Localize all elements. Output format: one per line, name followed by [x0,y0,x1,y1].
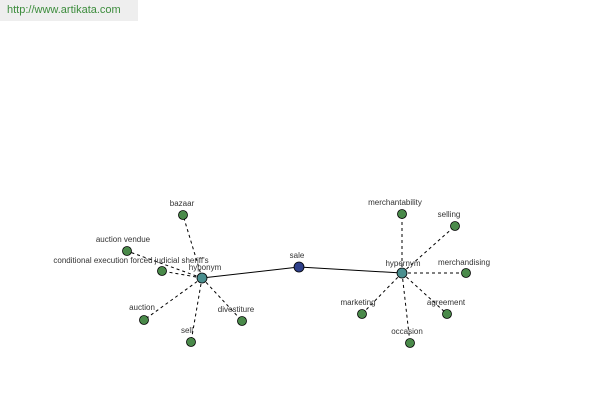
leaf-occasion-node[interactable] [405,338,415,348]
center-sale-label[interactable]: sale [290,251,305,260]
leaf-merchandising-node[interactable] [461,268,471,278]
leaf-sell-node[interactable] [186,337,196,347]
graph-nodes [122,209,471,348]
leaf-sell-label[interactable]: sell [181,326,193,335]
hub-hyponym-label[interactable]: hyponym [189,263,222,272]
hub-hyponym-node[interactable] [196,272,208,284]
edge-hyponym-bazaar [182,214,203,279]
leaf-auction-label[interactable]: auction [129,303,155,312]
edge-hyponym-auction-vendue [126,250,203,279]
leaf-merchantability-label[interactable]: merchantability [368,198,422,207]
leaf-auction-node[interactable] [139,315,149,325]
leaf-divestiture-label[interactable]: divestiture [218,305,255,314]
edge-hypernym-marketing [361,272,403,315]
leaf-merchantability-node[interactable] [397,209,407,219]
leaf-marketing-node[interactable] [357,309,367,319]
edge-hyponym-conditional [161,270,203,279]
edge-hyponym-auction [143,277,203,321]
site-url-link[interactable]: http://www.artikata.com [7,4,121,16]
leaf-conditional-label[interactable]: conditional execution forced judicial sh… [53,256,208,265]
leaf-conditional-node[interactable] [157,266,167,276]
hub-hypernym-label[interactable]: hypernym [385,259,420,268]
url-bar: http://www.artikata.com [0,0,138,21]
edge-sale-hypernym [298,266,403,274]
leaf-bazaar-label[interactable]: bazaar [170,199,195,208]
leaf-occasion-label[interactable]: occasion [391,327,423,336]
graph-edges [126,214,466,344]
leaf-selling-label[interactable]: selling [438,210,461,219]
edge-hypernym-agreement [401,272,448,315]
edge-hyponym-divestiture [201,277,243,322]
edge-sale-hyponym [201,266,300,279]
graph-labels: bazaar auction vendue conditional executio… [53,198,490,336]
hub-hypernym-node[interactable] [396,267,408,279]
leaf-divestiture-node[interactable] [237,316,247,326]
leaf-auction-vendue-label[interactable]: auction vendue [96,235,151,244]
center-sale-node[interactable] [293,261,305,273]
leaf-auction-vendue-node[interactable] [122,246,132,256]
leaf-selling-node[interactable] [450,221,460,231]
leaf-bazaar-node[interactable] [178,210,188,220]
leaf-agreement-node[interactable] [442,309,452,319]
leaf-merchandising-label[interactable]: merchandising [438,258,490,267]
leaf-marketing-label[interactable]: marketing [340,298,375,307]
leaf-agreement-label[interactable]: agreement [427,298,466,307]
edge-hyponym-sell [190,277,203,343]
